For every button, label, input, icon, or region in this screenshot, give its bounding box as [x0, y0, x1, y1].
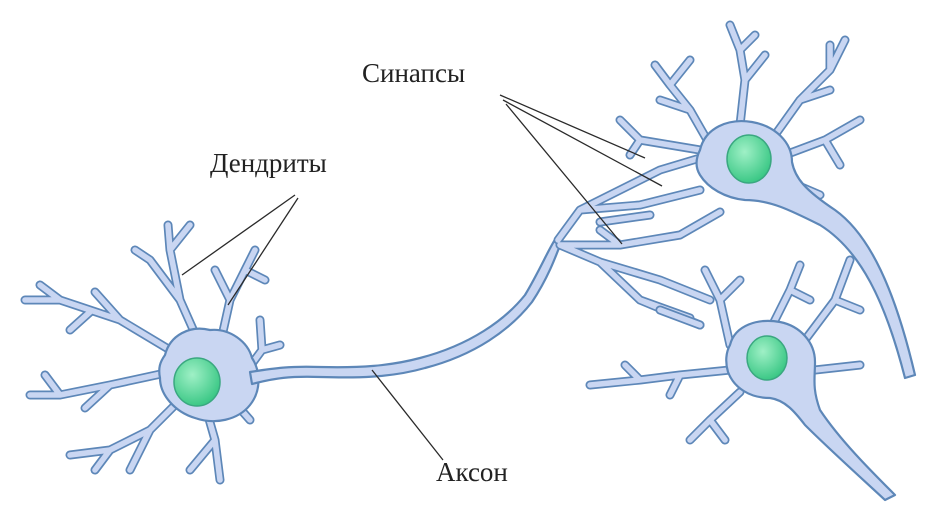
axon: [248, 153, 725, 386]
synapses-pointer-1: [499, 94, 646, 159]
synapses-pointer-3: [505, 103, 623, 245]
dendrites-label: Дендриты: [210, 148, 327, 178]
left-neuron: [20, 220, 285, 485]
upper-right-neuron-soma: [695, 120, 917, 380]
dendrites-pointer-1: [181, 194, 296, 276]
axon-label: Аксон: [436, 457, 508, 487]
upper-right-neuron: [615, 20, 917, 380]
lower-right-neuron-nucleus: [746, 335, 788, 381]
synapses-label: Синапсы: [362, 58, 465, 88]
upper-right-neuron-dendrites: [615, 20, 865, 200]
synapses-pointer-2: [502, 99, 663, 187]
dendrites-pointer-2: [227, 197, 299, 306]
lower-right-neuron: [585, 255, 897, 502]
upper-right-neuron-nucleus: [726, 134, 772, 184]
axon-pointer: [371, 369, 444, 461]
axon-body: [248, 236, 564, 386]
pointer-lines: [181, 94, 663, 461]
axon-terminals: [553, 153, 725, 330]
left-neuron-nucleus: [173, 357, 221, 407]
lower-right-neuron-dendrites: [585, 255, 865, 445]
left-neuron-dendrites: [20, 220, 285, 485]
